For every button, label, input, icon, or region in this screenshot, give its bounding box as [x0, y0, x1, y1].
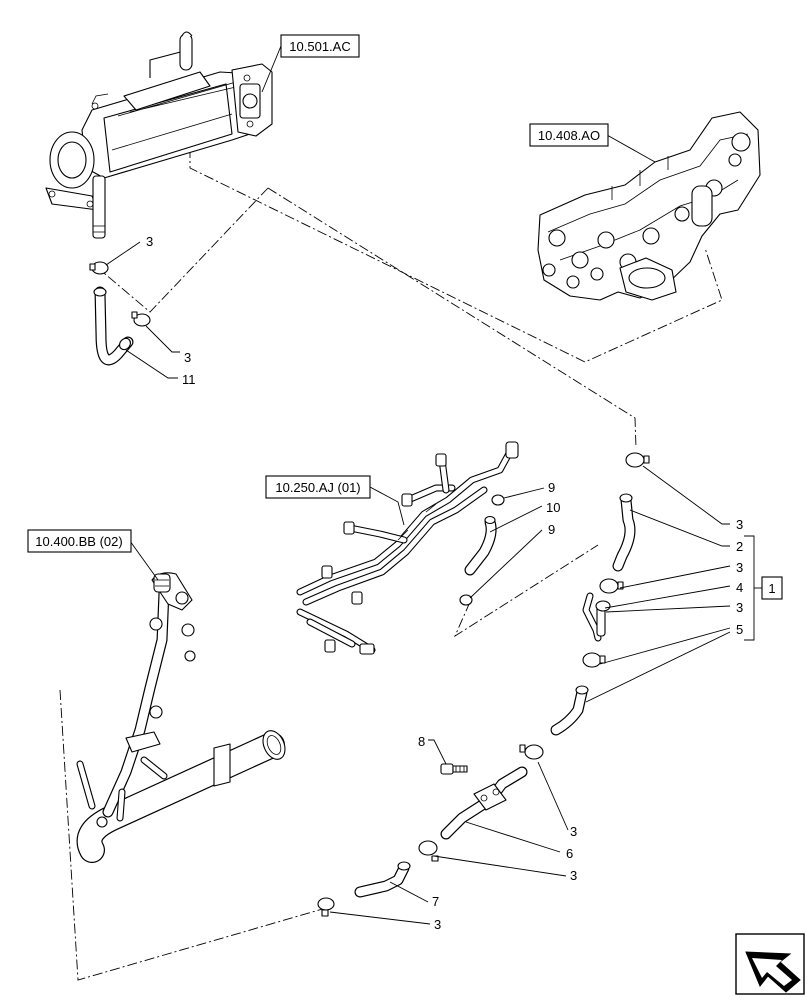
fuel-line-assembly [296, 441, 519, 655]
ref-box-fuel-lines[interactable]: 10.250.AJ (01) [265, 475, 371, 499]
clamp-3-right-3 [595, 600, 611, 612]
cylinder-head-assembly [537, 111, 761, 301]
tube-4 [582, 592, 606, 642]
routing-lines [59, 130, 723, 981]
clamp-9-top [491, 494, 505, 506]
callout-11: 11 [182, 372, 196, 387]
ref-box-turbo-pipe[interactable]: 10.400.BB (02) [27, 529, 132, 553]
hose-7 [354, 861, 411, 898]
reference-leaders [129, 45, 656, 581]
hose-2 [612, 493, 636, 572]
clamp-3-right-1 [625, 452, 650, 468]
clamp-3-lower [418, 840, 439, 862]
callout-leaders [105, 241, 731, 925]
turbo-inlet-pipe [76, 572, 286, 863]
callout-3-mid: 3 [570, 824, 577, 839]
ref-box-egr-cooler[interactable]: 10.501.AC [280, 34, 360, 58]
callout-3-right-1: 3 [736, 517, 743, 532]
clamp-9-bottom [459, 594, 473, 606]
callout-6: 6 [566, 846, 573, 861]
callout-3-lower: 3 [570, 868, 577, 883]
egr-cooler-assembly [45, 31, 273, 239]
svg-text:10.408.AO: 10.408.AO [538, 128, 600, 143]
callout-7: 7 [432, 894, 439, 909]
callout-9-bottom: 9 [548, 522, 555, 537]
callout-numbers: 3 3 11 9 10 9 3 2 3 4 3 5 8 3 6 3 7 3 [146, 234, 743, 932]
svg-text:10.400.BB (02): 10.400.BB (02) [35, 534, 122, 549]
pipe-6 [440, 766, 528, 840]
callout-5: 5 [736, 622, 743, 637]
bolt-8 [440, 763, 468, 775]
clamp-3-mid [519, 744, 544, 760]
svg-text:10.501.AC: 10.501.AC [289, 39, 350, 54]
hose-10 [464, 515, 497, 576]
hose-11 [93, 286, 134, 366]
callout-3-bottom: 3 [434, 917, 441, 932]
callout-3-right-2: 3 [736, 560, 743, 575]
callout-10: 10 [546, 500, 560, 515]
hose-5 [550, 685, 589, 736]
svg-text:1: 1 [768, 581, 775, 596]
callout-3-egr-upper: 3 [184, 350, 191, 365]
clamp-3-egr-upper [131, 311, 151, 327]
callout-3-egr-lower: 3 [146, 234, 153, 249]
callout-4: 4 [736, 580, 743, 595]
clamp-3-egr-lower [89, 261, 109, 275]
clamp-3-right-2 [599, 578, 624, 594]
callout-3-right-3: 3 [736, 600, 743, 615]
svg-text:10.250.AJ (01): 10.250.AJ (01) [275, 480, 360, 495]
ref-box-cylinder-head[interactable]: 10.408.AO [529, 123, 609, 147]
callout-2: 2 [736, 539, 743, 554]
clamp-3-bottom [317, 897, 335, 917]
next-page-arrow-icon[interactable] [735, 933, 805, 995]
clamp-3-right-4 [582, 652, 606, 668]
callout-9-top: 9 [548, 480, 555, 495]
kit-bracket [744, 535, 762, 641]
callout-8: 8 [418, 734, 425, 749]
kit-label-box[interactable]: 1 [761, 576, 783, 600]
